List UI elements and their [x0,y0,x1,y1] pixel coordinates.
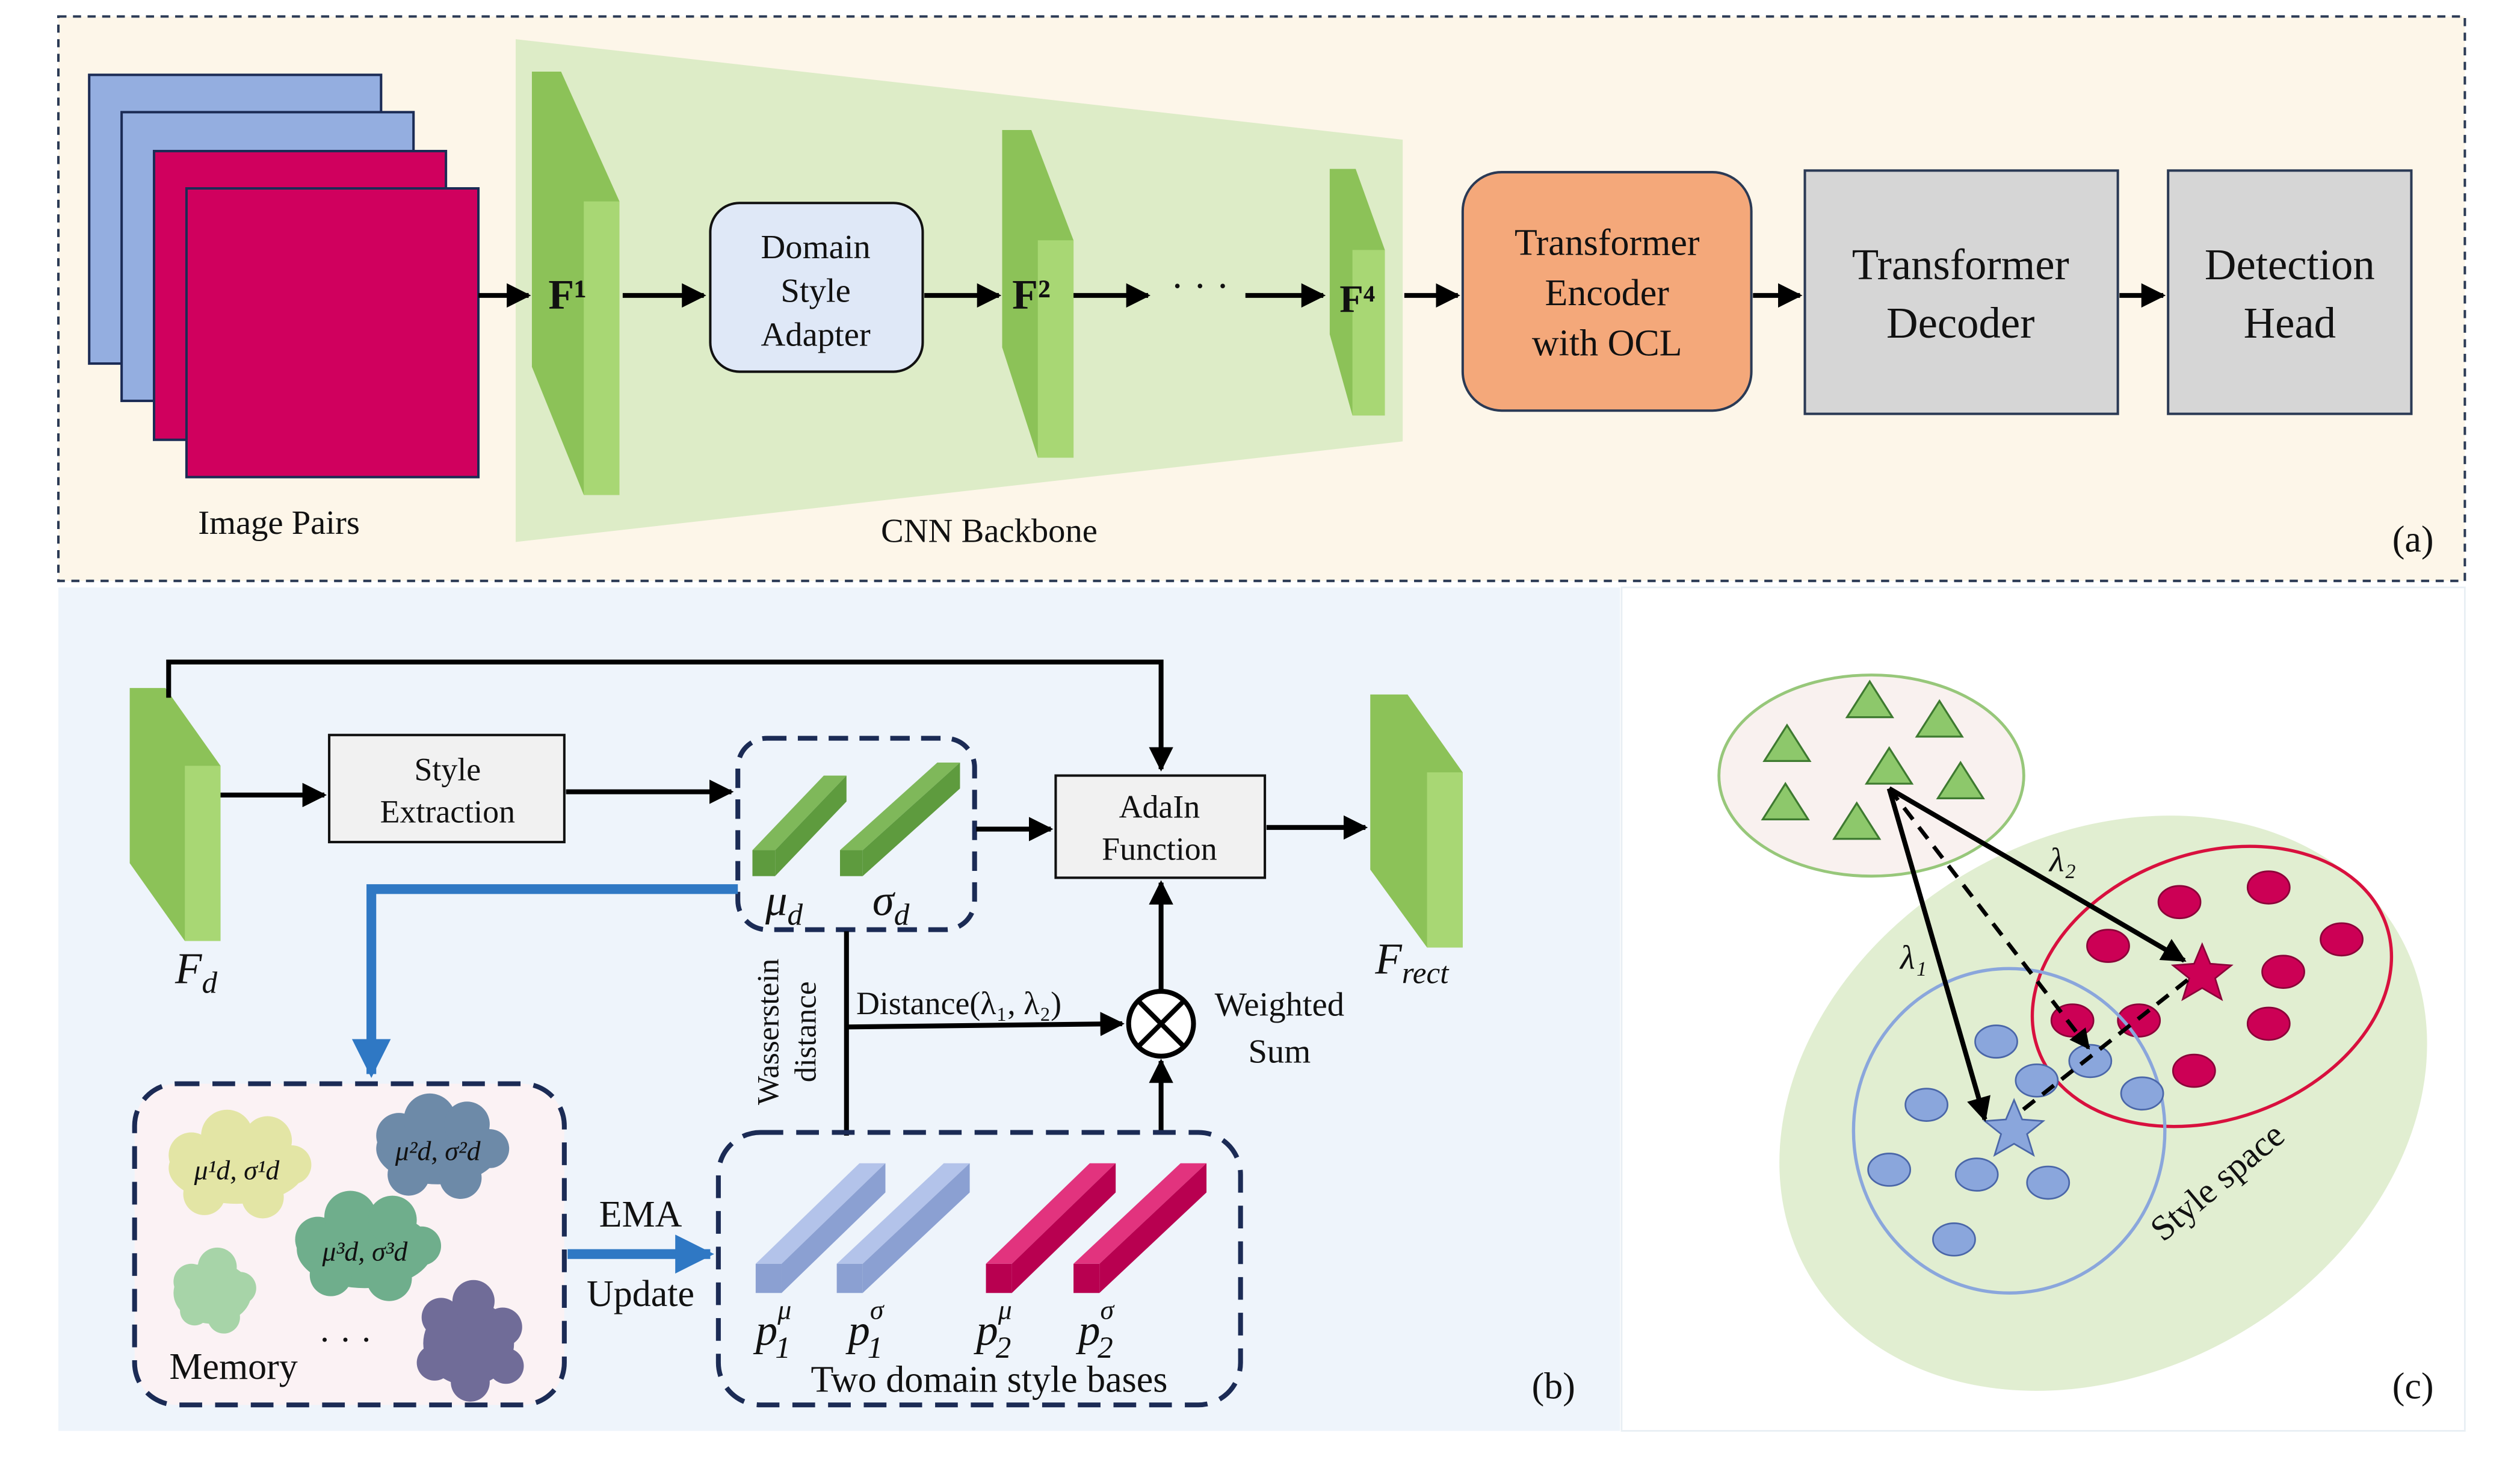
blue-star [1983,1098,2046,1157]
cloud-2-label: μ²d, σ²d [395,1135,481,1166]
p2-mu-bar [986,1163,1116,1293]
feature-f2-label: F² [1012,271,1051,318]
feature-frect-slab [1370,694,1463,948]
p1-mu-bar [755,1163,886,1293]
style-direction-arrow [1887,787,2090,1050]
style-extraction-box [328,734,566,844]
wasserstein-label-1: Wasserstein [752,959,786,1105]
red-cluster-region [2030,844,2394,1129]
lambda1-label: λ₁ [1899,939,1927,976]
panel-b: Fd Style Extraction μd σd AdaIn Function [58,587,1620,1431]
style-extraction-label-2: Extraction [380,794,515,830]
memory-ellipsis: · · · [319,1319,372,1359]
mu-d-bar [752,775,847,876]
sigma-d-bar [840,763,960,876]
blue-points [1867,1024,2164,1257]
panel-a-tag: (a) [2392,519,2434,560]
sigma-d-label: σd [872,876,910,932]
frect-label: Frect [1374,934,1450,990]
domain-style-adapter-label-2: Style [780,273,850,310]
image-pairs-label: Image Pairs [198,504,360,542]
feature-f1-slab [531,71,620,495]
backbone-ellipsis: · · · [1171,264,1229,307]
cloud-3-label: μ³d, σ³d [322,1236,409,1266]
p1-sigma-bar [836,1163,970,1293]
fd-label: Fd [174,944,217,1000]
adain-function-box [1054,774,1267,879]
domain-style-adapter-box [709,202,924,373]
update-label: Update [587,1274,694,1314]
cloud-1 [168,1109,312,1219]
transformer-decoder-label-1: Transformer [1852,240,2069,289]
panel-c: Style space [1620,586,2466,1432]
red-star [2170,942,2234,1002]
skip-connection-arrow [166,659,1173,772]
transformer-decoder-label-2: Decoder [1886,299,2034,347]
style-bases-label: Two domain style bases [811,1360,1167,1401]
lambda2-label: λ₂ [2048,842,2076,879]
feature-fd-slab [129,688,221,941]
feature-f4-slab [1329,169,1385,416]
detection-head-box [2167,169,2413,415]
style-stats-box [735,735,977,932]
star-connection-dashed [2018,978,2189,1115]
transformer-decoder-box [1803,169,2119,415]
panel-c-tag: (c) [2392,1366,2434,1407]
cnn-backbone-label: CNN Backbone [881,513,1098,550]
transformer-encoder-label-2: Encoder [1545,273,1669,314]
mu-d-label: μd [765,876,803,932]
cloud-3 [295,1190,442,1301]
style-bases-box [715,1130,1243,1408]
ema-label: EMA [599,1194,682,1235]
transformer-encoder-box [1461,171,1753,412]
detection-head-label-2: Head [2244,299,2336,347]
domain-style-adapter-label-3: Adapter [761,316,870,353]
stats-to-memory-arrow [351,884,738,1078]
memory-label: Memory [169,1346,297,1387]
domain-style-adapter-label-1: Domain [761,229,870,266]
weighted-sum-label-1: Weighted [1215,986,1344,1023]
cloud-1-label: μ¹d, σ¹d [194,1155,280,1186]
detection-head-label-1: Detection [2205,240,2375,289]
p2-sigma-bar [1073,1163,1207,1293]
weighted-sum-label-2: Sum [1248,1033,1311,1071]
feature-f4-label: F⁴ [1339,277,1375,320]
blue-cluster-region [1851,967,2167,1295]
panel-b-tag: (b) [1532,1366,1575,1407]
adain-label-1: AdaIn [1119,789,1200,825]
transformer-encoder-label-3: with OCL [1532,323,1682,364]
cloud-5 [416,1280,524,1402]
transformer-encoder-label-1: Transformer [1515,223,1700,264]
distance-label: Distance(λ₁, λ₂) [856,985,1061,1021]
cnn-backbone-region [516,39,1403,542]
cloud-4 [173,1247,256,1334]
wasserstein-label-2: distance [789,982,823,1083]
feature-f1-label: F¹ [548,271,587,318]
triangle-points [1761,680,1985,840]
style-extraction-label-1: Style [414,752,481,788]
feature-f2-slab [1002,129,1074,458]
cloud-2 [376,1093,510,1199]
image-pairs-stack [88,73,480,478]
adain-label-2: Function [1102,831,1217,867]
panel-a: Image Pairs CNN Backbone F¹ F² F⁴ Domain… [57,15,2466,583]
lambda1-arrow [1886,788,1990,1122]
distance-arrow [846,1012,1125,1036]
lambda2-arrow [1888,786,2187,963]
